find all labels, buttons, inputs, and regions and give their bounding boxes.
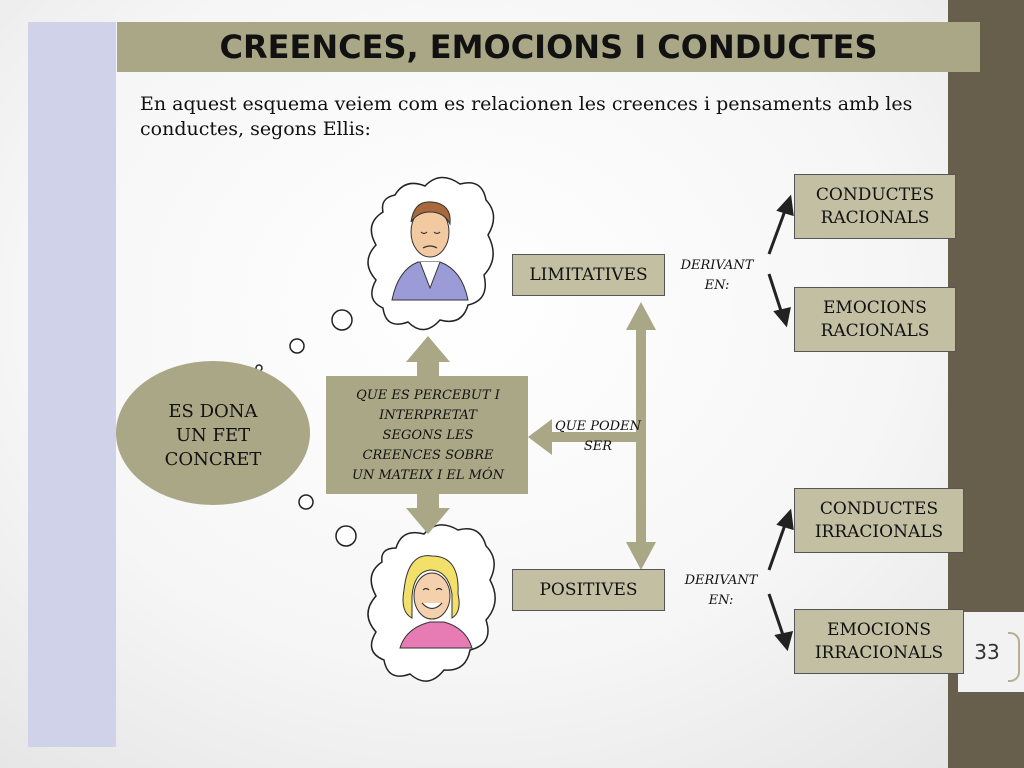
arrow-left-to-perception — [528, 419, 636, 455]
sad-man-thought-cloud — [367, 176, 495, 331]
thought-bubbles — [255, 309, 357, 547]
limitatives-box: LIMITATIVES — [512, 254, 665, 296]
arrow-down-to-positive — [406, 494, 450, 534]
event-label: ES DONA UN FET CONCRET — [164, 401, 262, 470]
page-number-bracket — [1008, 632, 1020, 682]
can-be-label: QUE PODEN SER — [555, 419, 641, 454]
deriving-top-label: DERIVANT EN: — [680, 258, 754, 293]
arrow-up-to-limiting — [406, 336, 450, 376]
intro-text: En aquest esquema veiem com es relacione… — [140, 93, 913, 140]
perception-label: QUE ES PERCEBUT I INTERPRETAT SEGONS LES… — [351, 388, 504, 483]
deriving-bottom-label: DERIVANT EN: — [684, 573, 758, 608]
outcome-rational-emotions: EMOCIONS RACIONALS — [794, 287, 956, 352]
outcome-irrational-conducts: CONDUCTES IRRACIONALS — [794, 488, 964, 553]
branch-arrows-top — [767, 194, 794, 328]
event-ellipse — [116, 361, 310, 505]
left-decorative-band — [28, 22, 116, 747]
perception-box — [326, 376, 528, 494]
branch-arrows-bottom — [767, 508, 794, 652]
outcome-rational-conducts: CONDUCTES RACIONALS — [794, 174, 956, 239]
page-number: 33 — [974, 640, 1000, 664]
happy-woman-thought-cloud — [367, 524, 496, 682]
positives-box: POSITIVES — [512, 569, 665, 611]
title-bar — [117, 22, 980, 72]
outcome-irrational-emotions: EMOCIONS IRRACIONALS — [794, 609, 964, 674]
slide-title: CREENCES, EMOCIONS I CONDUCTES — [219, 28, 878, 66]
double-arrow-vertical — [626, 302, 656, 570]
